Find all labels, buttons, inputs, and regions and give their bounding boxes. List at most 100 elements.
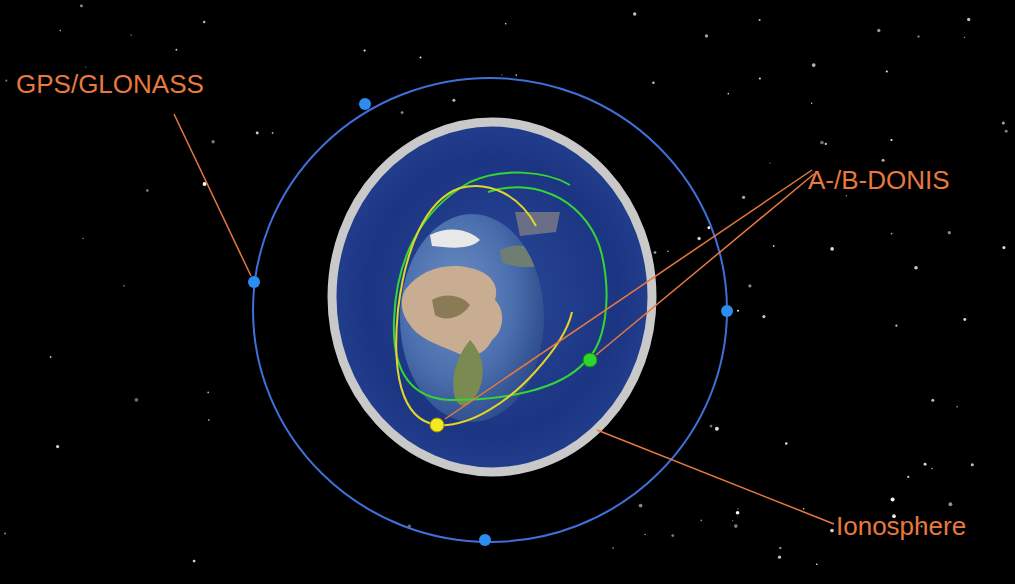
star xyxy=(272,132,274,134)
star xyxy=(207,391,209,393)
satellite-green xyxy=(583,353,597,367)
star xyxy=(667,251,668,252)
satellite-yellow xyxy=(430,418,444,432)
star xyxy=(948,502,952,506)
star xyxy=(830,529,834,533)
star xyxy=(211,140,214,143)
star xyxy=(773,245,775,247)
star xyxy=(971,463,974,466)
gnss-satellite xyxy=(359,98,371,110)
star xyxy=(705,34,708,37)
star xyxy=(956,406,958,408)
star xyxy=(907,476,909,478)
star xyxy=(715,427,719,431)
star xyxy=(846,195,848,197)
star xyxy=(779,547,782,550)
star xyxy=(60,30,61,31)
star xyxy=(56,445,59,448)
gnss-orbit xyxy=(253,78,727,542)
star xyxy=(135,398,139,402)
star xyxy=(644,534,645,535)
star xyxy=(785,442,787,444)
satellite-label: A-/B-DONIS xyxy=(808,166,950,196)
star xyxy=(967,18,970,21)
star xyxy=(515,74,517,76)
star xyxy=(146,189,149,192)
star xyxy=(759,19,761,21)
gnss-satellite xyxy=(248,276,260,288)
star xyxy=(193,560,196,563)
green-orbit xyxy=(394,173,607,400)
star xyxy=(208,419,210,421)
star xyxy=(501,74,502,75)
star-field xyxy=(4,4,1008,565)
leader-line xyxy=(597,430,834,524)
star xyxy=(710,425,713,428)
star xyxy=(820,141,824,145)
star xyxy=(728,93,730,95)
star xyxy=(671,534,674,537)
star xyxy=(890,139,892,141)
star xyxy=(256,132,259,135)
star xyxy=(917,35,919,37)
star xyxy=(175,49,177,51)
star xyxy=(420,56,422,58)
star xyxy=(1002,246,1005,249)
star xyxy=(652,81,655,84)
star xyxy=(734,524,738,528)
star xyxy=(830,247,834,251)
star xyxy=(816,563,818,565)
star xyxy=(963,318,966,321)
star xyxy=(737,310,739,312)
star xyxy=(697,237,700,240)
star xyxy=(203,21,206,24)
star xyxy=(891,497,895,501)
star xyxy=(401,111,404,114)
star xyxy=(737,508,738,509)
region-label: Ionosphere xyxy=(836,512,966,542)
star xyxy=(131,34,132,35)
star xyxy=(612,547,614,549)
star xyxy=(707,226,710,229)
star xyxy=(639,504,643,508)
star xyxy=(742,196,745,199)
star xyxy=(5,80,7,82)
star xyxy=(877,29,880,32)
star xyxy=(50,356,52,358)
star xyxy=(700,520,702,522)
constellation-label: GPS/GLONASS xyxy=(16,70,204,100)
star xyxy=(364,49,366,51)
ionosphere-shell xyxy=(332,122,652,472)
star xyxy=(891,233,893,235)
star xyxy=(914,266,918,270)
star xyxy=(80,4,83,7)
star xyxy=(778,556,781,559)
star xyxy=(931,468,933,470)
star xyxy=(882,159,885,162)
gnss-satellite xyxy=(479,534,491,546)
leader-line xyxy=(174,114,251,276)
star xyxy=(812,63,816,67)
star xyxy=(886,70,888,72)
gnss-satellite xyxy=(721,305,733,317)
star xyxy=(759,77,761,79)
star xyxy=(931,399,934,402)
star xyxy=(736,511,740,515)
star xyxy=(895,325,897,327)
star xyxy=(825,143,827,145)
star xyxy=(82,238,84,240)
leader-line xyxy=(445,170,812,419)
star xyxy=(803,508,805,510)
star xyxy=(732,520,733,521)
star xyxy=(1005,130,1008,133)
star xyxy=(948,231,951,234)
star xyxy=(633,12,636,15)
star xyxy=(748,284,751,287)
star xyxy=(505,23,507,25)
star xyxy=(924,463,927,466)
star xyxy=(123,285,124,286)
star xyxy=(1002,122,1005,125)
yellow-orbit xyxy=(396,186,572,425)
star xyxy=(452,99,455,102)
